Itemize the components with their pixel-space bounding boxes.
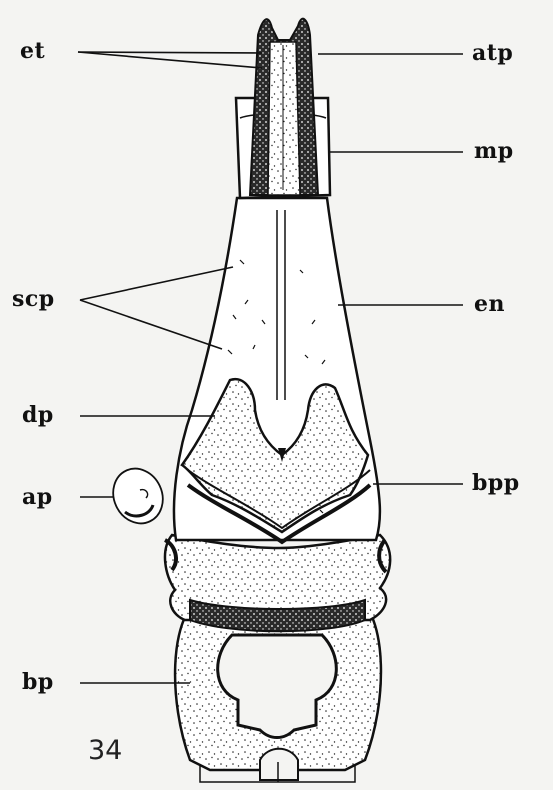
label-mp: mp <box>474 140 514 162</box>
aedeagal-tube <box>250 19 318 195</box>
label-et: et <box>20 40 45 62</box>
label-bp: bp <box>22 671 54 693</box>
label-scp: scp <box>12 288 55 310</box>
leader-scp-2 <box>80 300 222 349</box>
leader-scp-1 <box>80 267 233 300</box>
label-atp: atp <box>472 42 513 64</box>
figure-number: 34 <box>88 737 122 764</box>
leader-et-2 <box>78 52 262 68</box>
label-bpp: bpp <box>472 472 520 494</box>
label-ap: ap <box>22 486 53 508</box>
label-dp: dp <box>22 404 54 426</box>
accessory-plate <box>104 460 171 531</box>
label-en: en <box>474 293 505 315</box>
basal-plate-processes <box>165 535 390 631</box>
leader-et-1 <box>78 52 262 53</box>
